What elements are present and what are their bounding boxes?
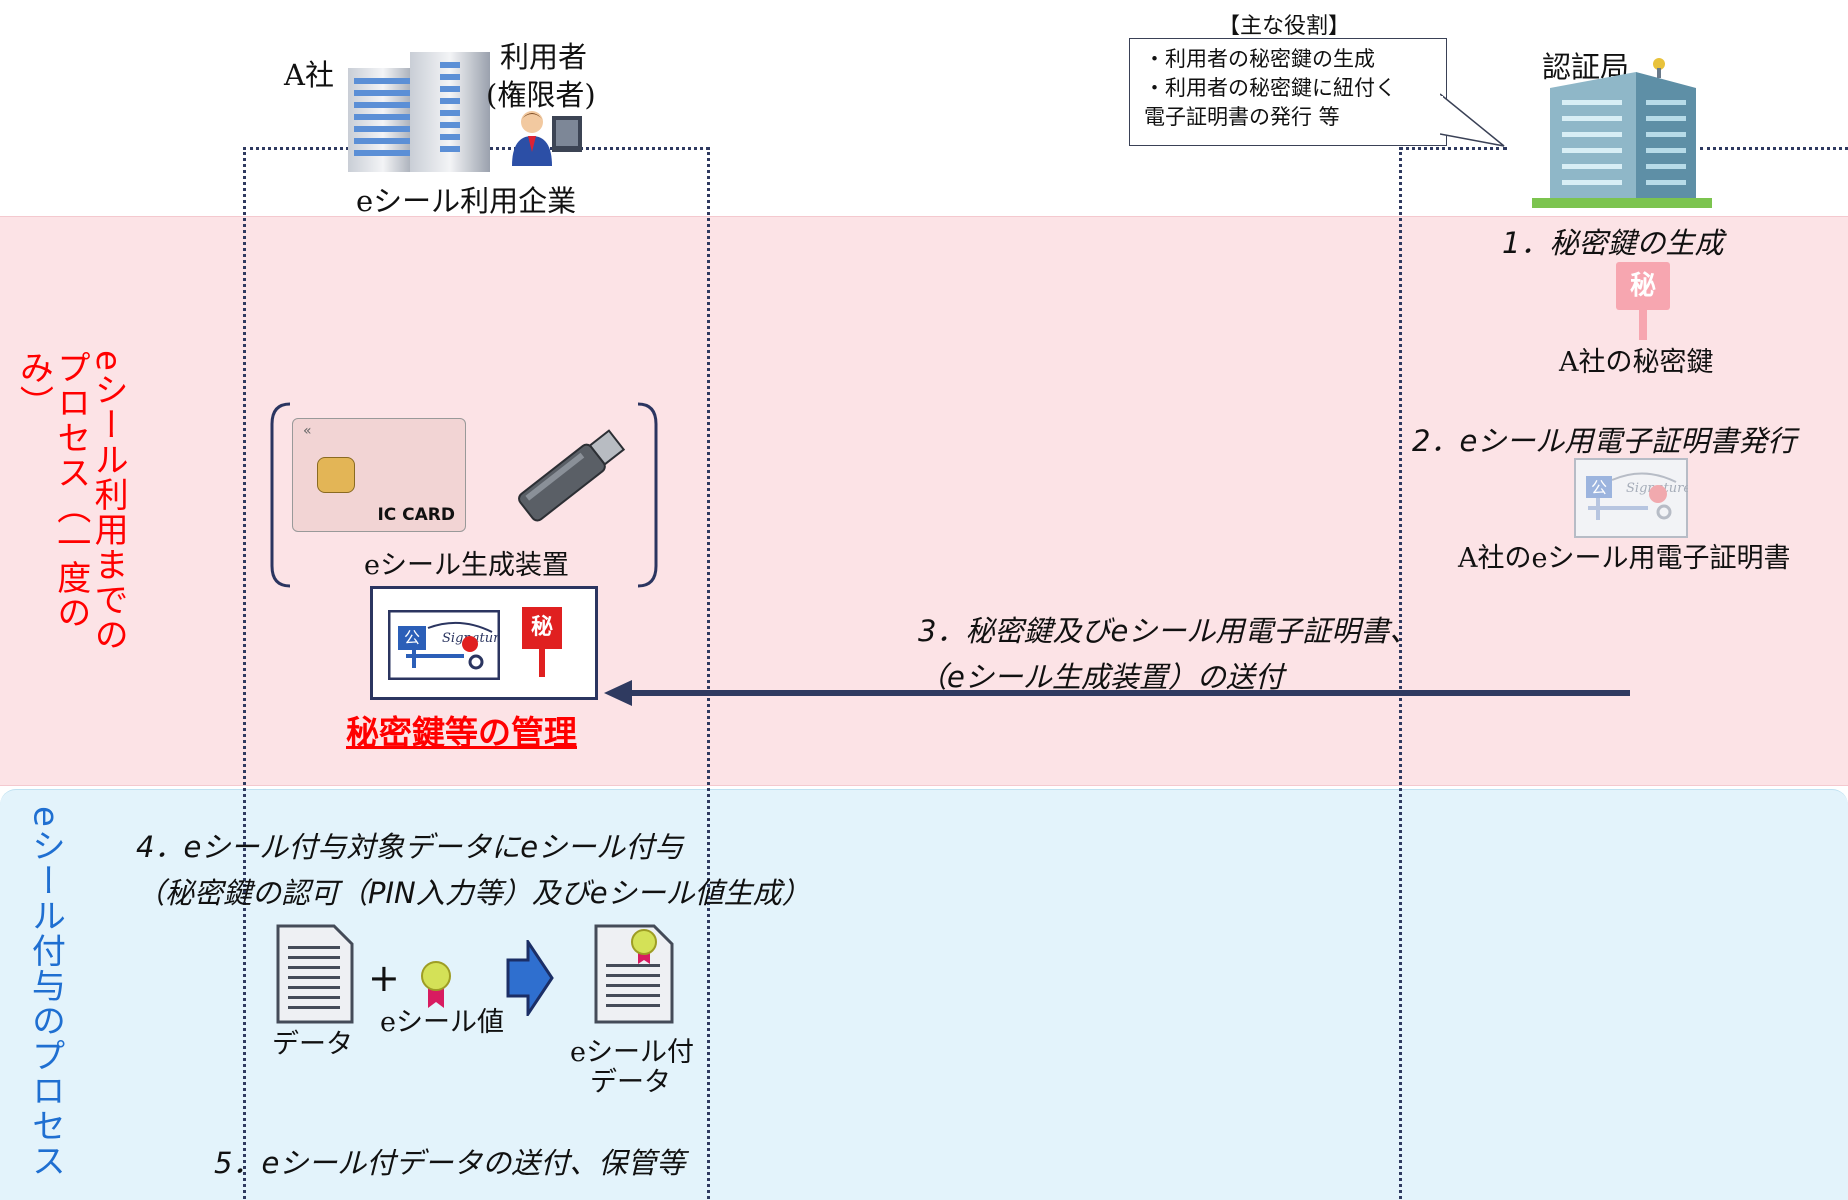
contactless-icon: « — [303, 423, 312, 439]
step2-caption: A社のeシール用電子証明書 — [1458, 543, 1791, 574]
management-key-sign: 秘 — [522, 607, 562, 649]
company-building-icon — [348, 52, 490, 172]
company-boundary-left — [243, 147, 246, 1199]
org-label: eシール利用企業 — [356, 184, 577, 218]
seal-value-icon — [421, 961, 451, 1008]
sealed-document-icon — [594, 924, 674, 1024]
user-role-label: (権限者) — [486, 78, 596, 112]
ca-boundary-top-right — [1700, 147, 1848, 150]
step1-caption: A社の秘密鍵 — [1559, 347, 1714, 378]
step4-label-line2: （秘密鍵の認可（PIN入力等）及びeシール値生成） — [136, 876, 811, 910]
plus-sign: + — [368, 956, 400, 1000]
svg-text:公: 公 — [1591, 478, 1607, 497]
ic-card-text: IC CARD — [377, 505, 455, 525]
company-name-label: A社 — [284, 58, 334, 92]
key-management-title: 秘密鍵等の管理 — [346, 713, 577, 752]
ca-roles-callout: ・利用者の秘密鍵の生成 ・利用者の秘密鍵に紐付く 電子証明書の発行 等 — [1129, 38, 1447, 146]
step1-label: 1．秘密鍵の生成 — [1502, 226, 1724, 260]
private-key-icon: 秘 — [1616, 262, 1670, 342]
ca-role-item: ・利用者の秘密鍵に紐付く — [1144, 76, 1396, 100]
company-boundary-right — [707, 147, 710, 1199]
chip-icon — [317, 457, 355, 493]
delivery-arrow — [604, 680, 1630, 706]
user-label: 利用者 — [500, 40, 588, 74]
ic-card-icon: « IC CARD — [292, 418, 466, 532]
callout-pointer-icon — [1440, 93, 1505, 147]
data-document-icon — [276, 924, 354, 1024]
management-key-icon: 秘 — [522, 607, 562, 687]
private-key-sign: 秘 — [1616, 262, 1670, 310]
sealing-process-label: eシール付与のプロセス — [25, 806, 66, 1178]
ca-role-item: ・利用者の秘密鍵の生成 — [1144, 47, 1375, 71]
process-arrow-icon — [506, 940, 554, 1016]
step5-label: 5．eシール付データの送付、保管等 — [214, 1146, 686, 1180]
certificate-faded-icon: 公 Signature — [1574, 458, 1688, 538]
ca-boundary-left — [1399, 147, 1402, 1199]
data-caption: データ — [272, 1029, 353, 1060]
management-key-post — [539, 649, 545, 677]
ca-boundary-top-left — [1399, 147, 1507, 150]
certificate-sign: 公 — [398, 626, 426, 650]
ca-building-icon — [1532, 58, 1712, 208]
usb-token-icon — [518, 429, 626, 522]
ca-role-item: 電子証明書の発行 等 — [1144, 105, 1340, 129]
ca-roles-title: 【主な役割】 — [1218, 14, 1351, 39]
seal-value-caption: eシール値 — [380, 1007, 504, 1038]
step3-label-line1: 3．秘密鍵及びeシール用電子証明書、 — [918, 614, 1419, 648]
sealed-data-caption-line2: データ — [590, 1067, 671, 1098]
device-caption: eシール生成装置 — [364, 550, 569, 581]
setup-process-label: eシール利用までのプロセス（一度のみ） — [13, 350, 129, 652]
step3-label-line2: （eシール生成装置）の送付 — [918, 660, 1284, 694]
sealed-data-caption-line1: eシール付 — [570, 1037, 694, 1068]
step2-label: 2．eシール用電子証明書発行 — [1412, 424, 1797, 458]
device-bracket-icon — [270, 402, 658, 588]
private-key-post — [1639, 310, 1647, 340]
user-at-computer-icon — [512, 111, 582, 166]
step4-label-line1: 4．eシール付与対象データにeシール付与 — [136, 830, 684, 864]
